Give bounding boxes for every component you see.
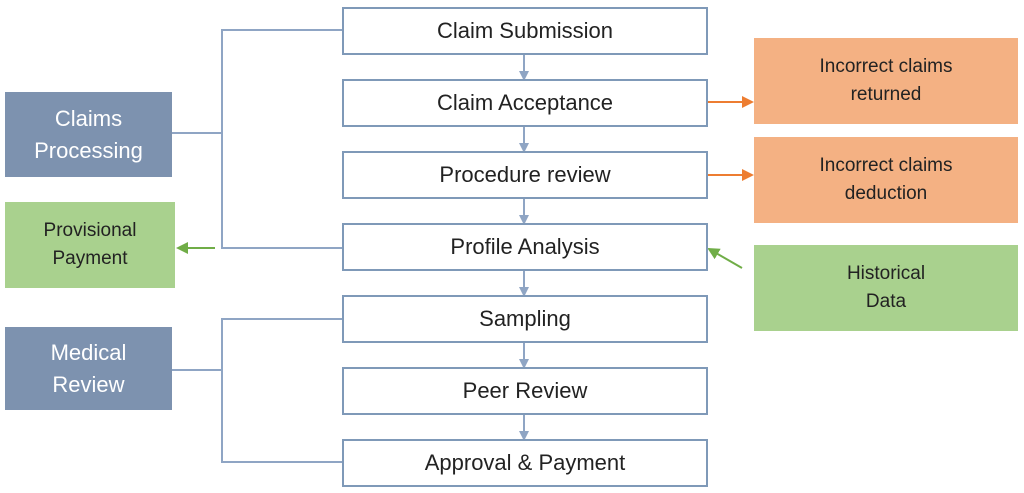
step-label: Profile Analysis — [450, 233, 600, 259]
group-medical-review: Medical Review — [5, 327, 172, 410]
group-label: Medical Review — [50, 339, 127, 397]
outcome-label: Provisional Payment — [43, 219, 137, 270]
step-label: Approval & Payment — [424, 449, 626, 475]
step-claim-submission: Claim Submission — [342, 7, 708, 55]
step-sampling: Sampling — [342, 295, 708, 343]
outcome-label: Historical Data — [846, 262, 926, 313]
outcome-provisional-payment: Provisional Payment — [5, 202, 175, 288]
input-historical-data: Historical Data — [754, 245, 1018, 331]
step-claim-acceptance: Claim Acceptance — [342, 79, 708, 127]
step-procedure-review: Procedure review — [342, 151, 708, 199]
step-peer-review: Peer Review — [342, 367, 708, 415]
step-label: Claim Submission — [436, 17, 614, 43]
step-profile-analysis: Profile Analysis — [342, 223, 708, 271]
outcome-incorrect-deduction: Incorrect claims deduction — [754, 137, 1018, 223]
group-claims-processing: Claims Processing — [5, 92, 172, 177]
historical-arrow — [707, 248, 743, 269]
step-label: Claim Acceptance — [436, 89, 614, 115]
claims-processing-bracket — [172, 29, 342, 249]
step-approval-payment: Approval & Payment — [342, 439, 708, 487]
medical-review-bracket — [172, 318, 342, 463]
outcome-label: Incorrect claims returned — [819, 55, 953, 106]
outcome-incorrect-returned: Incorrect claims returned — [754, 38, 1018, 124]
step-label: Procedure review — [439, 161, 611, 187]
outcome-label: Incorrect claims deduction — [819, 154, 953, 205]
step-label: Peer Review — [462, 377, 588, 403]
group-label: Claims Processing — [34, 105, 143, 163]
step-label: Sampling — [479, 305, 571, 331]
